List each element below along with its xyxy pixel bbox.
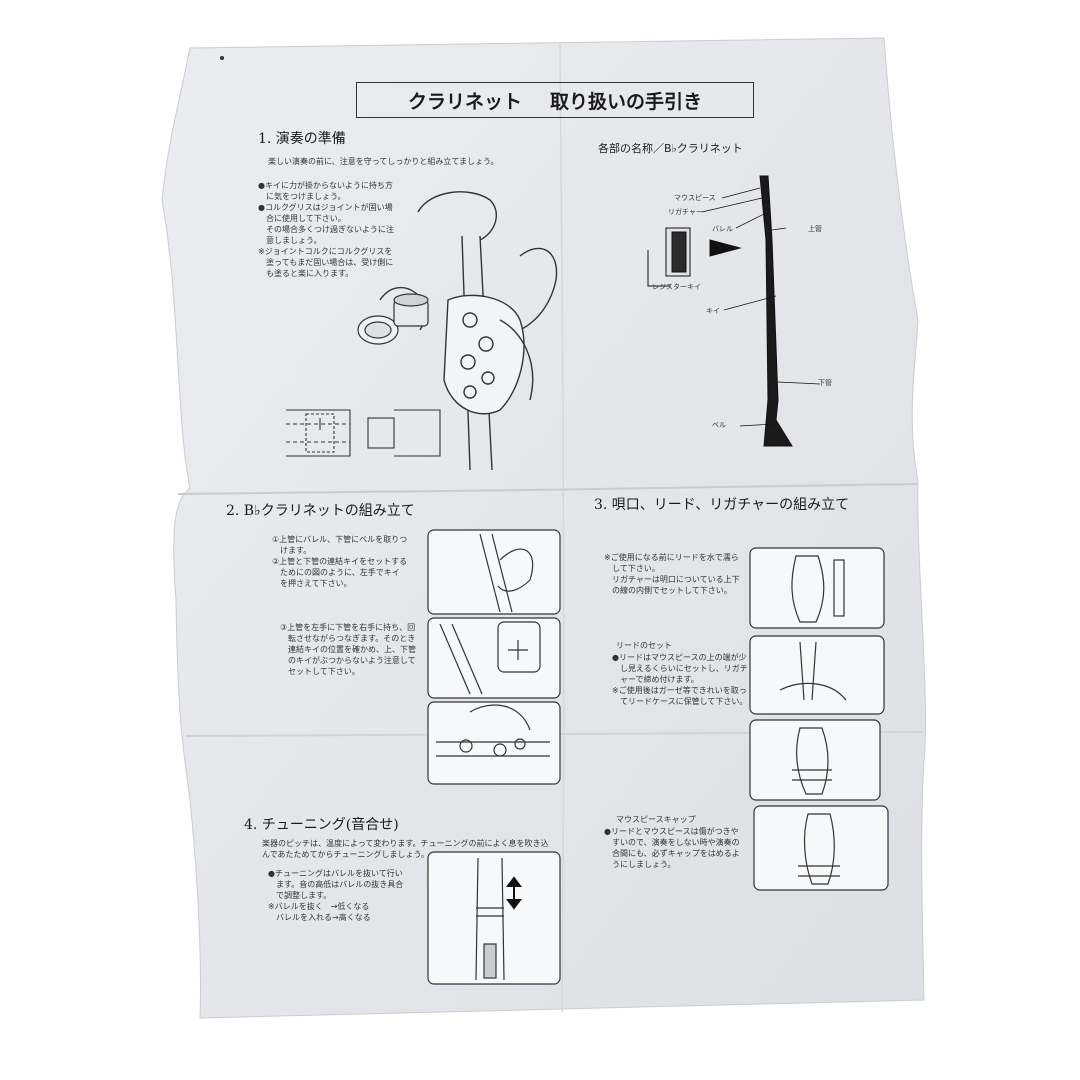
text-line: ャーで締め付けます。 <box>612 675 699 684</box>
section4-intro: 楽器のピッチは、温度によって変わります。チューニングの前によく息を吹き込んであた… <box>262 838 549 860</box>
label-bell: ベル <box>712 421 726 429</box>
label-upper-joint: 上管 <box>808 225 822 233</box>
text-line: けます。 <box>272 546 312 555</box>
text-line: 楽器のピッチは、温度によって変わります。チューニングの前によく息を吹き込 <box>262 839 549 848</box>
label-register-key: レジスターキイ <box>652 283 701 291</box>
section1-intro: 楽しい演奏の前に、注意を守ってしっかりと組み立てましょう。 <box>268 157 499 166</box>
label-ligature: リガチャー <box>668 208 703 216</box>
text-line: ※ご使用になる前にリードを水で濡ら <box>604 553 739 562</box>
parts-heading: 各部の名称／B♭クラリネット <box>598 142 743 155</box>
text-line: ます。音の高低はバレルの抜き具合 <box>268 880 404 889</box>
text-line: 塗ってもまだ固い場合は、受け側に <box>258 258 394 267</box>
text-line: し見えるくらいにセットし、リガチ <box>612 664 748 673</box>
text-line: リガチャーは明口についている上下 <box>604 575 740 584</box>
text-line: その場合多くつけ過ぎないように注 <box>258 225 394 234</box>
text-line: も塗ると楽に入ります。 <box>258 269 354 278</box>
text-line: てリードケースに保管して下さい。 <box>612 697 748 706</box>
reed-notes: ●リードはマウスピースの上の端が少 し見えるくらいにセットし、リガチ ャーで締め… <box>612 652 748 707</box>
label-lower-joint: 下管 <box>818 379 832 387</box>
document-title: クラリネット 取り扱いの手引き <box>356 82 754 118</box>
text-line: ●リードとマウスピースは傷がつきや <box>604 827 739 836</box>
label-mouthpiece: マウスピース <box>674 194 716 202</box>
section4-heading: 4. チューニング(音合せ) <box>244 817 399 833</box>
text-line: ③上管を左手に下管を右手に持ち、回 <box>280 623 416 632</box>
section2-step1: ①上管にバレル、下管にベルを取りつ けます。②上管と下管の連結キイをセットする … <box>272 534 407 589</box>
section3-note: ※ご使用になる前にリードを水で濡ら して下さい。 リガチャーは明口についている上… <box>604 552 740 596</box>
text-line: セットして下さい。 <box>280 667 360 676</box>
cap-notes: ●リードとマウスピースは傷がつきや すいので、演奏をしない時や演奏の 合間にも、… <box>604 826 740 870</box>
text-line: ※ご使用後はガーゼ等できれいを取っ <box>612 686 747 695</box>
section1-heading: 1. 演奏の準備 <box>258 131 346 147</box>
text-line: バレルを入れる→高くなる <box>268 913 371 922</box>
text-line: 意しましょう。 <box>258 236 322 245</box>
text-line: んであたためてからチューニングしましょう。 <box>262 850 430 859</box>
fold-crease <box>177 483 919 495</box>
text-line: ●リードはマウスピースの上の端が少 <box>612 653 747 662</box>
text-line: ※ジョイントコルクにコルクグリスを <box>258 247 393 256</box>
text-line: で調整します。 <box>268 891 332 900</box>
text-line: ●コルクグリスはジョイントが固い場 <box>258 203 393 212</box>
title-left: クラリネット <box>407 90 522 113</box>
text-line: ●キイに力が掛からないように持ち方 <box>258 181 393 190</box>
text-line: ②上管と下管の連結キイをセットする <box>272 557 408 566</box>
text-line: ※バレルを抜く →低くなる <box>268 902 370 911</box>
text-line: ためにの図のように、左手でキイ <box>272 568 400 577</box>
label-barrel: バレル <box>712 225 733 233</box>
text-line: 合に使用して下さい。 <box>258 214 346 223</box>
text-line: 連結キイの位置を確かめ、上、下管 <box>280 645 416 654</box>
text-line: ●チューニングはバレルを抜いて行い <box>268 869 403 878</box>
reed-heading: リードのセット <box>616 641 672 650</box>
title-right: 取り扱いの手引き <box>550 90 703 113</box>
text-line: を押さえて下さい。 <box>272 579 352 588</box>
text-line: のキイがぶつからないよう注意して <box>280 656 416 665</box>
fold-crease <box>559 43 565 1013</box>
text-line: して下さい。 <box>604 564 660 573</box>
text-line: うにしましょう。 <box>604 860 676 869</box>
section1-notes: ●キイに力が掛からないように持ち方 に気をつけましょう。 ●コルクグリスはジョイン… <box>258 180 394 279</box>
section3-heading: 3. 唄口、リード、リガチャーの組み立て <box>594 497 850 513</box>
section2-heading: 2. B♭クラリネットの組み立て <box>226 503 415 519</box>
label-key: キイ <box>706 307 720 315</box>
text-line: ①上管にバレル、下管にベルを取りつ <box>272 535 408 544</box>
text-line: 転させながらつなぎます。そのとき <box>280 634 416 643</box>
text-line: すいので、演奏をしない時や演奏の <box>604 838 740 847</box>
text-line: の線の内側でセットして下さい。 <box>604 586 732 595</box>
text-line: 合間にも、必ずキャップをはめるよ <box>604 849 740 858</box>
text-line: に気をつけましょう。 <box>258 192 346 201</box>
section2-step3: ③上管を左手に下管を右手に持ち、回 転させながらつなぎます。そのとき 連結キイの… <box>280 622 416 677</box>
cap-heading: マウスピースキャップ <box>616 815 696 824</box>
section4-notes: ●チューニングはバレルを抜いて行い ます。音の高低はバレルの抜き具合 で調整しま… <box>268 868 403 923</box>
